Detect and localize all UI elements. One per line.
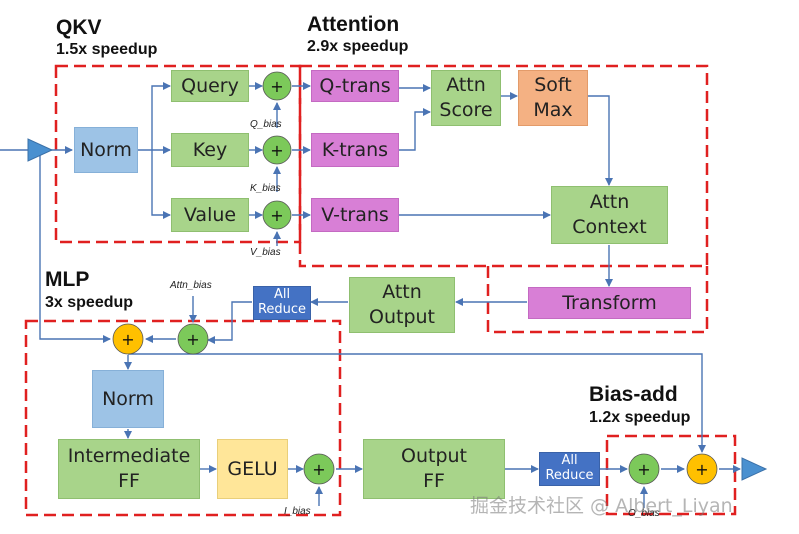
attn-bias-add-circle (177, 323, 209, 355)
plus-sign: + (270, 206, 283, 225)
norm-mlp-label: Norm (102, 387, 154, 410)
input-triangle (27, 138, 54, 162)
norm-label: Norm (80, 138, 132, 161)
output-ff-label-line1: Output (401, 445, 467, 468)
i-bias-add-circle (303, 453, 335, 485)
mlp-region (24, 319, 342, 517)
v-trans-label: V-trans (321, 203, 389, 226)
q-bias-add-circle (262, 71, 292, 101)
attn-score-label-line2: Score (439, 99, 493, 121)
bias-add-region (605, 434, 737, 516)
v-bias-label: V_bias (250, 247, 281, 258)
plus-sign: + (312, 460, 325, 479)
attn-output-label-line2: Output (369, 306, 435, 328)
intermediate-ff-label-line2: FF (118, 470, 140, 492)
softmax-label-line1: Soft (534, 74, 572, 97)
norm-block-mlp: Norm (92, 370, 164, 428)
plus-sign: + (186, 330, 199, 349)
all-reduce-2-label-line2: Reduce (545, 468, 594, 483)
attn-context-label-line1: Attn (589, 191, 630, 214)
all-reduce-2-label-line1: All (561, 453, 578, 469)
v-trans-block: V-trans (311, 198, 399, 232)
all-reduce-label-line2: Reduce (257, 302, 307, 317)
attn-output-label-line1: Attn (382, 281, 422, 304)
key-label: Key (192, 138, 228, 161)
transform-label: Transform (562, 291, 657, 314)
norm-block-qkv: Norm (74, 127, 138, 173)
i-bias-label: I_bias (284, 506, 311, 517)
watermark-text: 掘金技术社区 @ Albert_Liyan (470, 495, 733, 517)
output-ff-label-line2: FF (423, 470, 445, 492)
query-block: Query (171, 70, 249, 102)
plus-sign: + (121, 330, 134, 349)
v-bias-add-circle (262, 200, 292, 230)
qkv-speedup: 1.5x speedup (56, 41, 158, 58)
plus-sign: + (637, 460, 650, 479)
plus-circles (112, 71, 718, 485)
plus-sign: + (695, 460, 708, 479)
key-block: Key (171, 133, 249, 167)
k-trans-label: K-trans (321, 138, 389, 161)
value-block: Value (171, 198, 249, 232)
dashed-regions (24, 64, 737, 517)
o-bias-add-circle (628, 453, 660, 485)
bias-add-speedup: 1.2x speedup (589, 409, 691, 426)
attn-bias-label: Attn_bias (170, 280, 212, 291)
o-bias-label: O_bias (628, 508, 660, 519)
qkv-title: QKV (56, 16, 102, 39)
final-residual-add-circle (686, 453, 718, 485)
k-trans-block: K-trans (311, 133, 399, 167)
q-bias-label: Q_bias (250, 119, 282, 130)
value-label: Value (183, 203, 237, 226)
all-reduce-label-line1: All (273, 287, 291, 303)
attention-speedup: 2.9x speedup (307, 38, 409, 55)
output-triangle (741, 457, 768, 481)
query-label: Query (181, 74, 239, 97)
q-trans-block: Q-trans (311, 70, 399, 102)
softmax-label-line2: Max (533, 99, 573, 121)
residual-add-circle (112, 323, 144, 355)
plus-sign: + (270, 141, 283, 160)
mlp-title: MLP (45, 268, 90, 291)
attention-title: Attention (307, 13, 400, 36)
attn-context-label-line2: Context (572, 216, 647, 238)
attn-score-label-line1: Attn (446, 74, 486, 97)
mlp-speedup: 3x speedup (45, 294, 134, 311)
plus-sign: + (270, 77, 283, 96)
k-bias-add-circle (262, 135, 292, 165)
gelu-block: GELU (217, 439, 288, 499)
gelu-label: GELU (227, 457, 278, 480)
bias-add-title: Bias-add (589, 383, 678, 406)
connectors (0, 82, 741, 508)
k-bias-label: K_bias (250, 183, 281, 194)
intermediate-ff-label-line1: Intermediate (67, 445, 191, 468)
attention-region (298, 64, 709, 268)
transform-block: Transform (528, 287, 691, 319)
attention-transform-region (486, 266, 709, 334)
q-trans-label: Q-trans (319, 74, 391, 97)
